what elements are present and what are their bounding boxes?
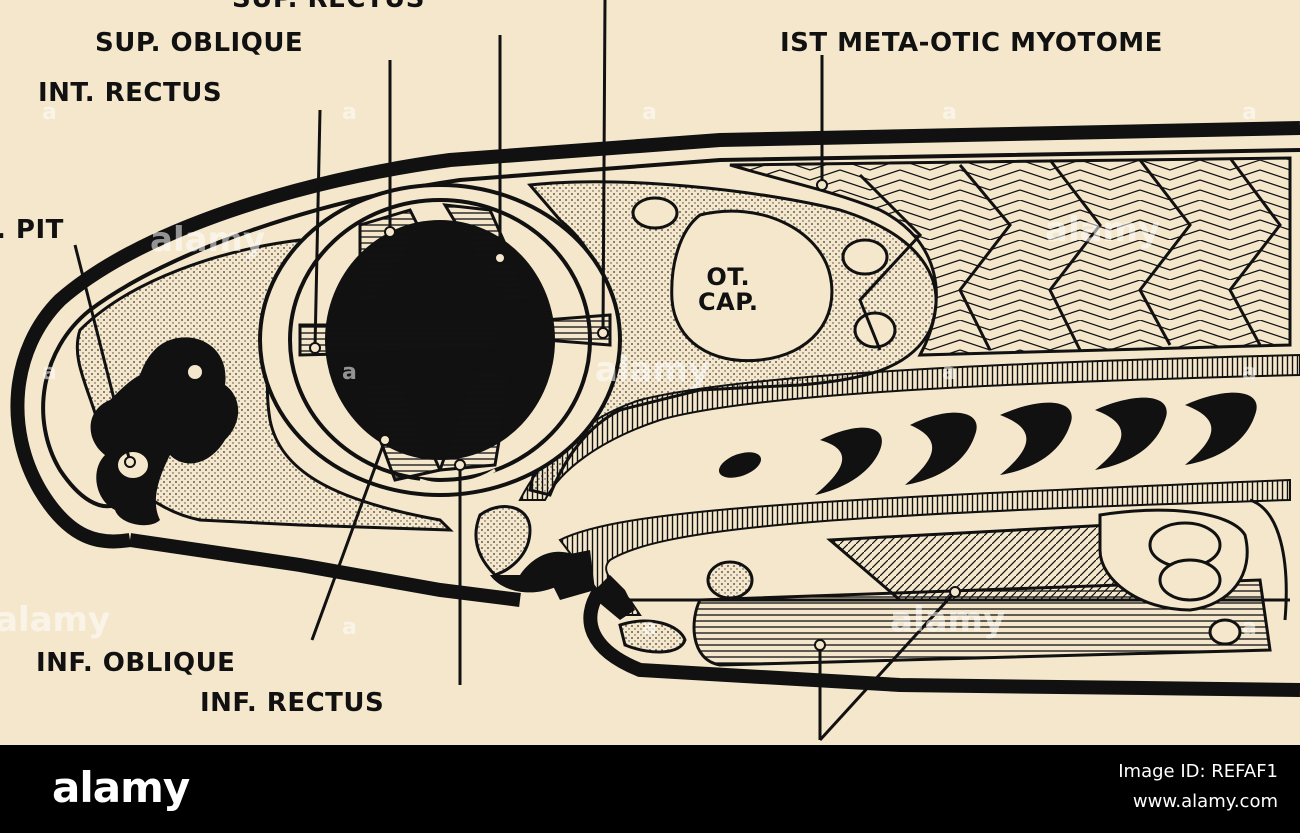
- watermark-mark: a: [42, 100, 57, 125]
- label-int-rectus: INT. RECTUS: [38, 78, 223, 108]
- watermark-logo: alamy: [595, 350, 711, 390]
- watermark-mark: a: [42, 360, 57, 385]
- watermark-mark: a: [942, 360, 957, 385]
- label-otic-capsule: OT. CAP.: [698, 263, 759, 317]
- diagram-drawing: [10, 0, 1300, 742]
- gill-slits: [718, 392, 1257, 495]
- watermark-mark: a: [642, 615, 657, 640]
- lower-jaw-outline: [128, 533, 521, 607]
- footer-image-id: Image ID: REFAF1: [1118, 761, 1278, 782]
- int-rectus-muscle: [298, 323, 502, 357]
- watermark-logo: alamy: [890, 600, 1006, 640]
- footer-url[interactable]: www.alamy.com: [1132, 791, 1278, 812]
- label-nasal-pit: . PIT: [0, 215, 64, 245]
- leader-lines: [73, 0, 957, 742]
- label-sup-rectus: SUP. RECTUS: [232, 0, 425, 12]
- sup-rectus-muscle: [442, 203, 533, 307]
- footer-logo[interactable]: alamy: [52, 763, 190, 812]
- notochord-band: [518, 353, 1300, 501]
- watermark-mark: a: [642, 100, 657, 125]
- anatomical-diagram: SUP. RECTUS SUP. OBLIQUE INT. RECTUS . P…: [0, 0, 1300, 742]
- label-meta-otic-myotome: IST META-OTIC MYOTOME: [780, 28, 1163, 58]
- label-inf-oblique: INF. OBLIQUE: [36, 648, 236, 678]
- watermark-logo: alamy: [150, 220, 266, 260]
- inf-rectus-muscle: [437, 368, 512, 472]
- label-sup-oblique: SUP. OBLIQUE: [95, 28, 304, 58]
- watermark-mark: a: [1242, 615, 1257, 640]
- watermark-mark: a: [1242, 100, 1257, 125]
- ext-rectus-muscle: [543, 313, 612, 347]
- watermark-mark: a: [342, 615, 357, 640]
- watermark-logo: alamy: [0, 600, 111, 640]
- watermark-mark: a: [342, 360, 357, 385]
- label-inf-rectus: INF. RECTUS: [200, 688, 385, 718]
- watermark-mark: a: [342, 100, 357, 125]
- watermark-logo: alamy: [1045, 210, 1161, 250]
- sup-oblique-muscle: [358, 208, 422, 307]
- watermark-mark: a: [1242, 360, 1257, 385]
- watermark-mark: a: [942, 100, 957, 125]
- footer-bar: alamy Image ID: REFAF1 www.alamy.com: [0, 745, 1300, 833]
- otic-capsule: [670, 209, 834, 363]
